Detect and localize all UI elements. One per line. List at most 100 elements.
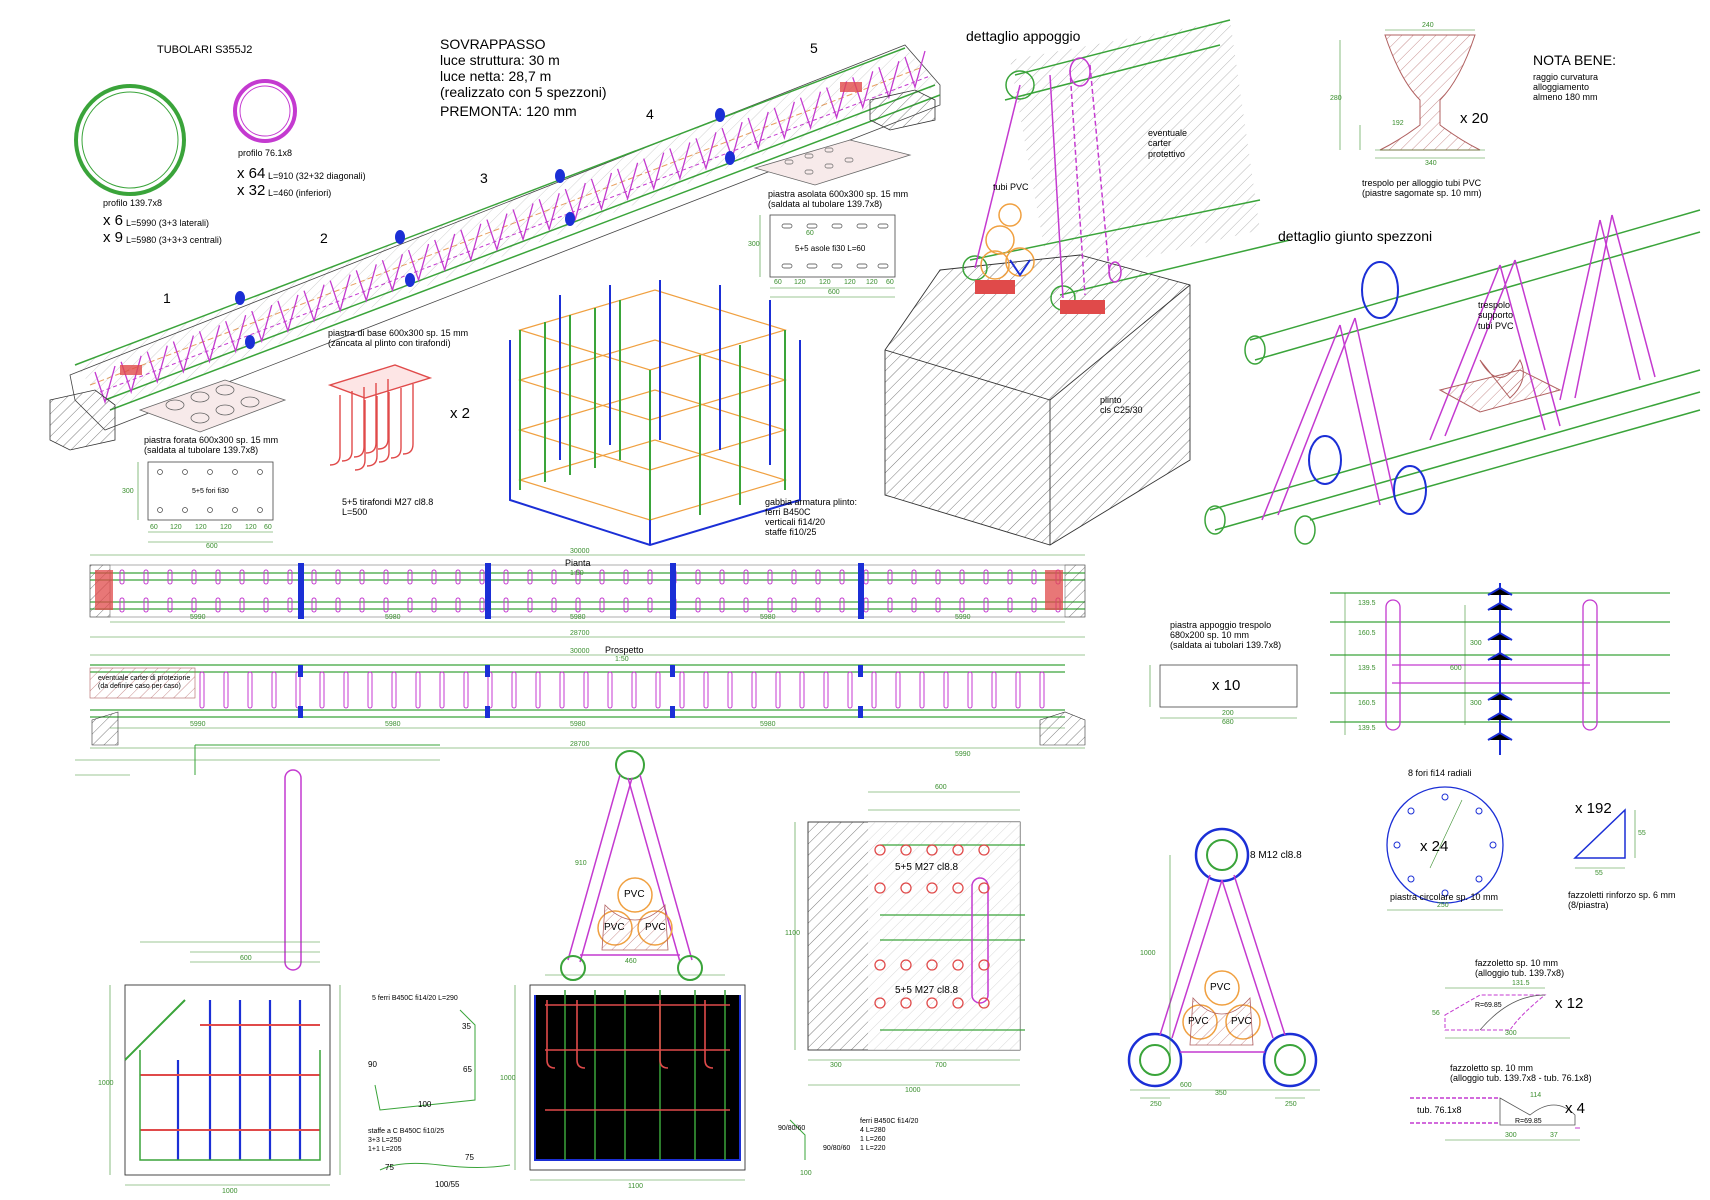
qty-c-note: L=910 (32+32 diagonali) [268, 171, 366, 181]
jf-dim-1000: 1000 [1140, 950, 1156, 957]
cradle-dim-340: 340 [1425, 160, 1437, 167]
plan-diagonal [215, 569, 221, 585]
js-dim-300a: 300 [1470, 640, 1482, 647]
abutment-right [869, 89, 936, 131]
front-pvc-1: PVC [624, 889, 645, 900]
segment-3: 3 [480, 170, 488, 186]
elevation-post [631, 671, 637, 709]
plan-diagonal [431, 597, 437, 613]
plan-diagonal [215, 597, 221, 613]
plan-span-5: 5990 [955, 614, 971, 621]
base-plate-title: piastra di base 600x300 sp. 15 mm [328, 328, 469, 338]
segment-1: 1 [163, 290, 171, 306]
plan-diagonal [383, 569, 389, 585]
plan-diagonal [503, 569, 509, 585]
plan-diagonal [623, 597, 629, 613]
elevation-post [943, 671, 949, 709]
plan-diagonal [263, 597, 269, 613]
tubolari-title: TUBOLARI S355J2 [157, 44, 253, 56]
slotted-plate-subtitle: (saldata al tubolare 139.7x8) [768, 199, 883, 209]
qty-c: x 64 [237, 165, 266, 182]
plan-diagonal [575, 597, 581, 613]
rebar-cage [509, 280, 801, 547]
pf2-dim-1100: 1100 [628, 1183, 644, 1190]
plan-span-4: 5980 [760, 614, 776, 621]
anchor-bolt [926, 959, 938, 971]
plan-diagonal [359, 597, 365, 613]
perforated-plate-holes: 5+5 fori fi30 [192, 488, 229, 495]
plan-diagonal [431, 569, 437, 585]
pt-dim-600: 600 [935, 784, 947, 791]
js-dim-3: 139.5 [1358, 665, 1376, 672]
truss-diagonal [277, 294, 299, 334]
plan-diagonal [815, 597, 821, 613]
cradle-subtitle: (piastre sagomate sp. 10 mm) [1362, 188, 1482, 198]
cradle-qty: x 20 [1460, 110, 1489, 127]
joint-front [1127, 827, 1320, 1099]
elevation-post [703, 671, 709, 709]
elevation-post [655, 671, 661, 709]
joint-pvc-1: PVC [1210, 982, 1231, 993]
plan-diagonal [599, 569, 605, 585]
truss-diagonal [146, 345, 168, 384]
elevation-total: 30000 [570, 648, 590, 655]
gus-dim-55a: 55 [1595, 870, 1603, 877]
gusset-b-tube: tub. 76.1x8 [1417, 1105, 1462, 1115]
cage-line3: verticali fi14/20 [765, 517, 826, 527]
pf2-dim-1000: 1000 [500, 1075, 516, 1082]
base-plate-subtitle: (zancata al plinto con tirafondi) [328, 338, 451, 348]
truss-diagonal [198, 325, 221, 364]
pf-dim-120d: 120 [245, 524, 257, 531]
pf-dim-60a: 60 [150, 524, 158, 531]
truss-diagonal [251, 304, 273, 344]
jf-dim-250b: 250 [1285, 1101, 1297, 1108]
truss-diagonal [381, 254, 404, 293]
qty-a-note: L=5990 (3+3 laterali) [126, 218, 210, 228]
plan-diagonal [743, 569, 749, 585]
segment-2: 2 [320, 230, 328, 246]
ps-dim-600: 600 [240, 955, 252, 962]
truss-diagonal [434, 233, 456, 273]
overpass-camber: PREMONTA: 120 mm [440, 103, 577, 119]
truss-diagonal [669, 142, 691, 181]
elevation-post [751, 671, 757, 709]
plan-diagonal [983, 569, 989, 585]
gb-dim-114: 114 [1530, 1092, 1542, 1099]
anchor-bolt [874, 959, 886, 971]
anchor-bolt [952, 844, 964, 856]
ga-dim-131: 131.5 [1512, 980, 1530, 987]
overpass-segments: (realizzato con 5 spezzoni) [440, 84, 607, 100]
cradle-title: trespolo per alloggio tubi PVC [1362, 178, 1482, 188]
plan-diagonal [143, 597, 149, 613]
gusset-qty: x 192 [1575, 800, 1612, 817]
plan-diagonal [815, 569, 821, 585]
plan-diagonal [575, 569, 581, 585]
note-title: NOTA BENE: [1533, 52, 1616, 68]
slotted-plate-plan [759, 214, 896, 298]
pf-dim-120a: 120 [170, 524, 182, 531]
ps-shape-75a: 75 [385, 1163, 394, 1172]
ps-shape-90: 90 [368, 1060, 377, 1069]
elevation-scale: 1:50 [615, 656, 629, 663]
plan-diagonal [863, 569, 869, 585]
plan-diagonal [1007, 597, 1013, 613]
joint-pvc-3: PVC [1231, 1016, 1252, 1027]
truss-diagonal [616, 162, 639, 201]
plan-diagonal [623, 569, 629, 585]
elevation-post [871, 671, 877, 709]
slotted-plate-holes: 5+5 asole fi30 L=60 [795, 244, 866, 253]
plan-diagonal [527, 569, 533, 585]
elevation-post [1015, 671, 1021, 709]
joint-pvc-2: PVC [1188, 1016, 1209, 1027]
gusset-sub: (8/piastra) [1568, 900, 1609, 910]
plan-diagonal [887, 597, 893, 613]
circ-dim-250: 250 [1437, 902, 1449, 909]
elev-span-2: 5980 [385, 721, 401, 728]
circular-plate [1386, 786, 1504, 911]
plan-scale: 1:50 [570, 570, 584, 577]
base-plate-qty: x 2 [450, 405, 471, 422]
elevation-post [919, 671, 925, 709]
elevation-post [559, 671, 565, 709]
plan-diagonal [647, 569, 653, 585]
elevation-post [463, 671, 469, 709]
